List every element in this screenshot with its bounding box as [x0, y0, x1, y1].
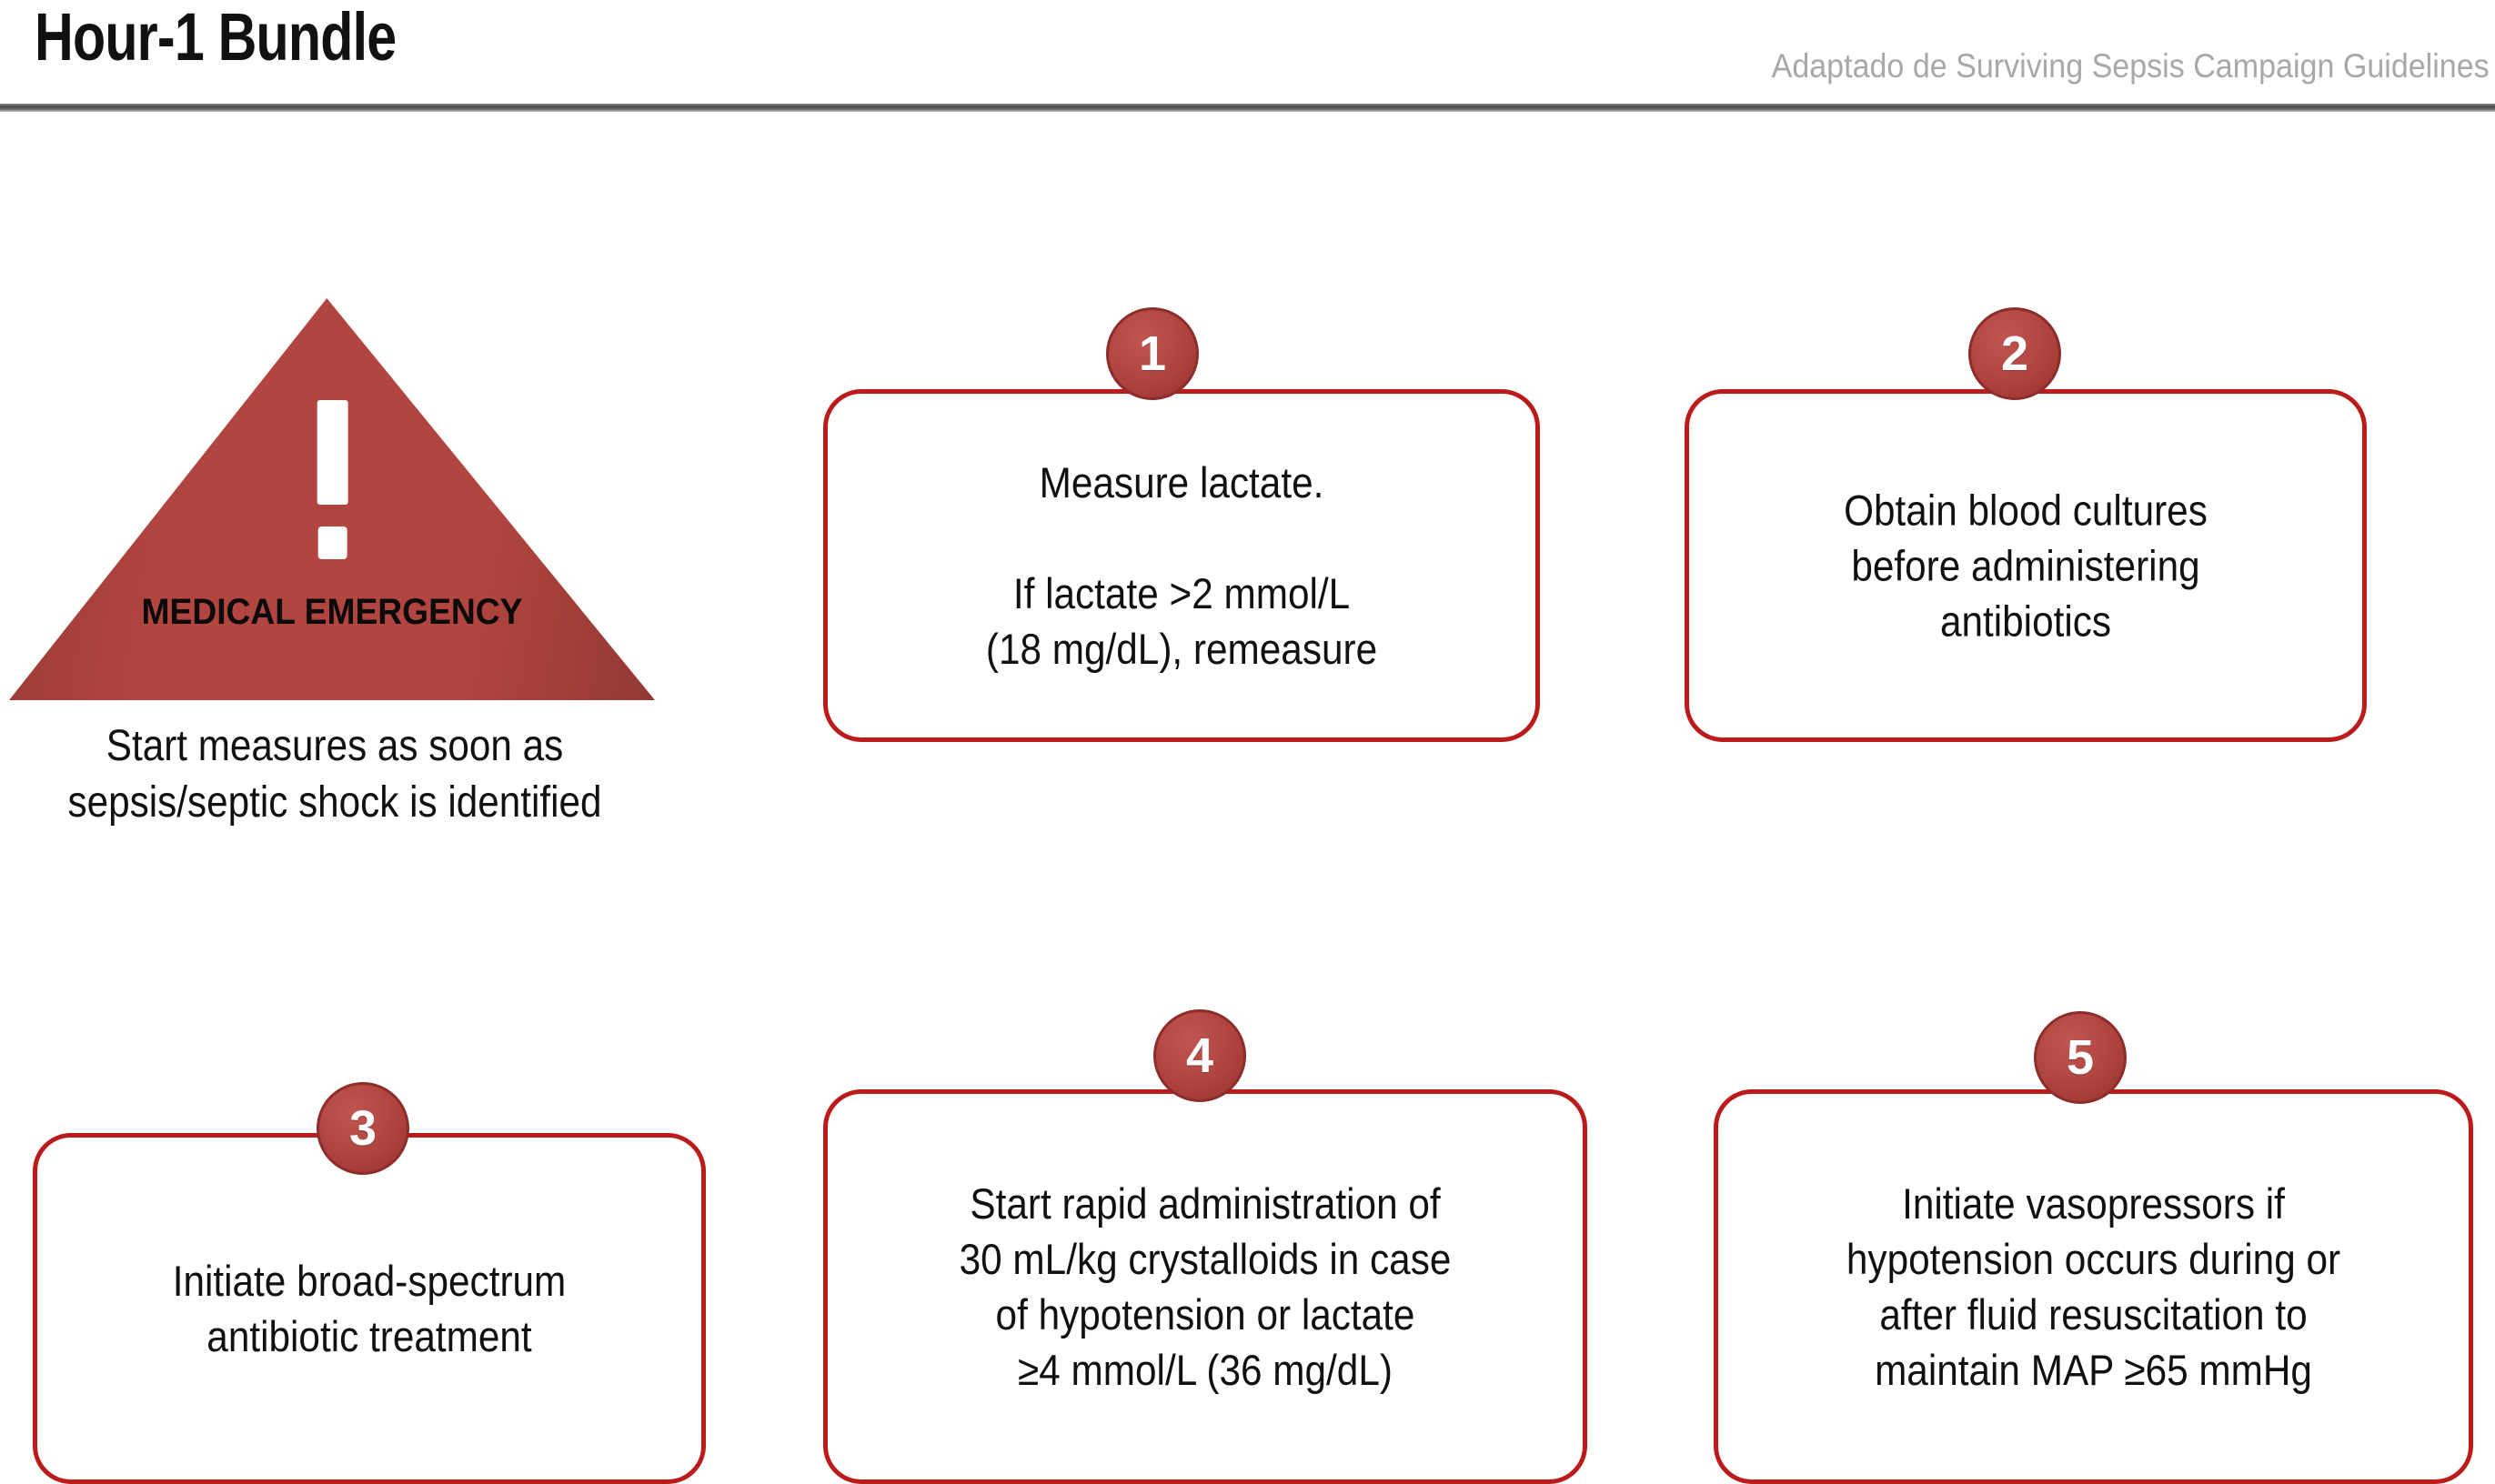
step-text-3: Initiate broad-spectrum antibiotic treat…: [172, 1256, 567, 1360]
exclamation-dot: [317, 526, 347, 559]
page-title: Hour-1 Bundle: [35, 0, 397, 75]
exclamation-mark-icon: [317, 400, 348, 559]
step-box-2: Obtain blood cultures before administeri…: [1685, 389, 2367, 742]
step-box-5: Initiate vasopressors if hypotension occ…: [1714, 1089, 2473, 1484]
step-badge-4: 4: [1153, 1009, 1246, 1102]
header-divider: [0, 104, 2495, 112]
step-text-4: Start rapid administration of 30 mL/kg c…: [959, 1178, 1452, 1395]
warning-triangle-icon: MEDICAL EMERGENCY: [9, 298, 655, 700]
exclamation-bar: [317, 400, 348, 505]
step-text-1: Measure lactate. If lactate >2 mmol/L (1…: [985, 457, 1378, 674]
step-box-4: Start rapid administration of 30 mL/kg c…: [823, 1089, 1587, 1484]
step-badge-3: 3: [317, 1082, 409, 1175]
step-box-1: Measure lactate. If lactate >2 mmol/L (1…: [823, 389, 1540, 742]
medical-emergency-label: MEDICAL EMERGENCY: [141, 592, 523, 632]
step-badge-2: 2: [1968, 307, 2061, 400]
step-text-2: Obtain blood cultures before administeri…: [1844, 486, 2208, 646]
step-box-3: Initiate broad-spectrum antibiotic treat…: [33, 1133, 706, 1484]
medical-emergency-block: MEDICAL EMERGENCY Start measures as soon…: [0, 291, 691, 873]
medical-emergency-caption: Start measures as soon as sepsis/septic …: [67, 722, 602, 827]
attribution-text: Adaptado de Surviving Sepsis Campaign Gu…: [1771, 47, 2490, 85]
step-badge-5: 5: [2034, 1011, 2127, 1104]
step-badge-1: 1: [1106, 307, 1199, 400]
step-text-5: Initiate vasopressors if hypotension occ…: [1846, 1178, 2341, 1395]
header-bar: Hour-1 Bundle Adaptado de Surviving Seps…: [0, 0, 2495, 118]
